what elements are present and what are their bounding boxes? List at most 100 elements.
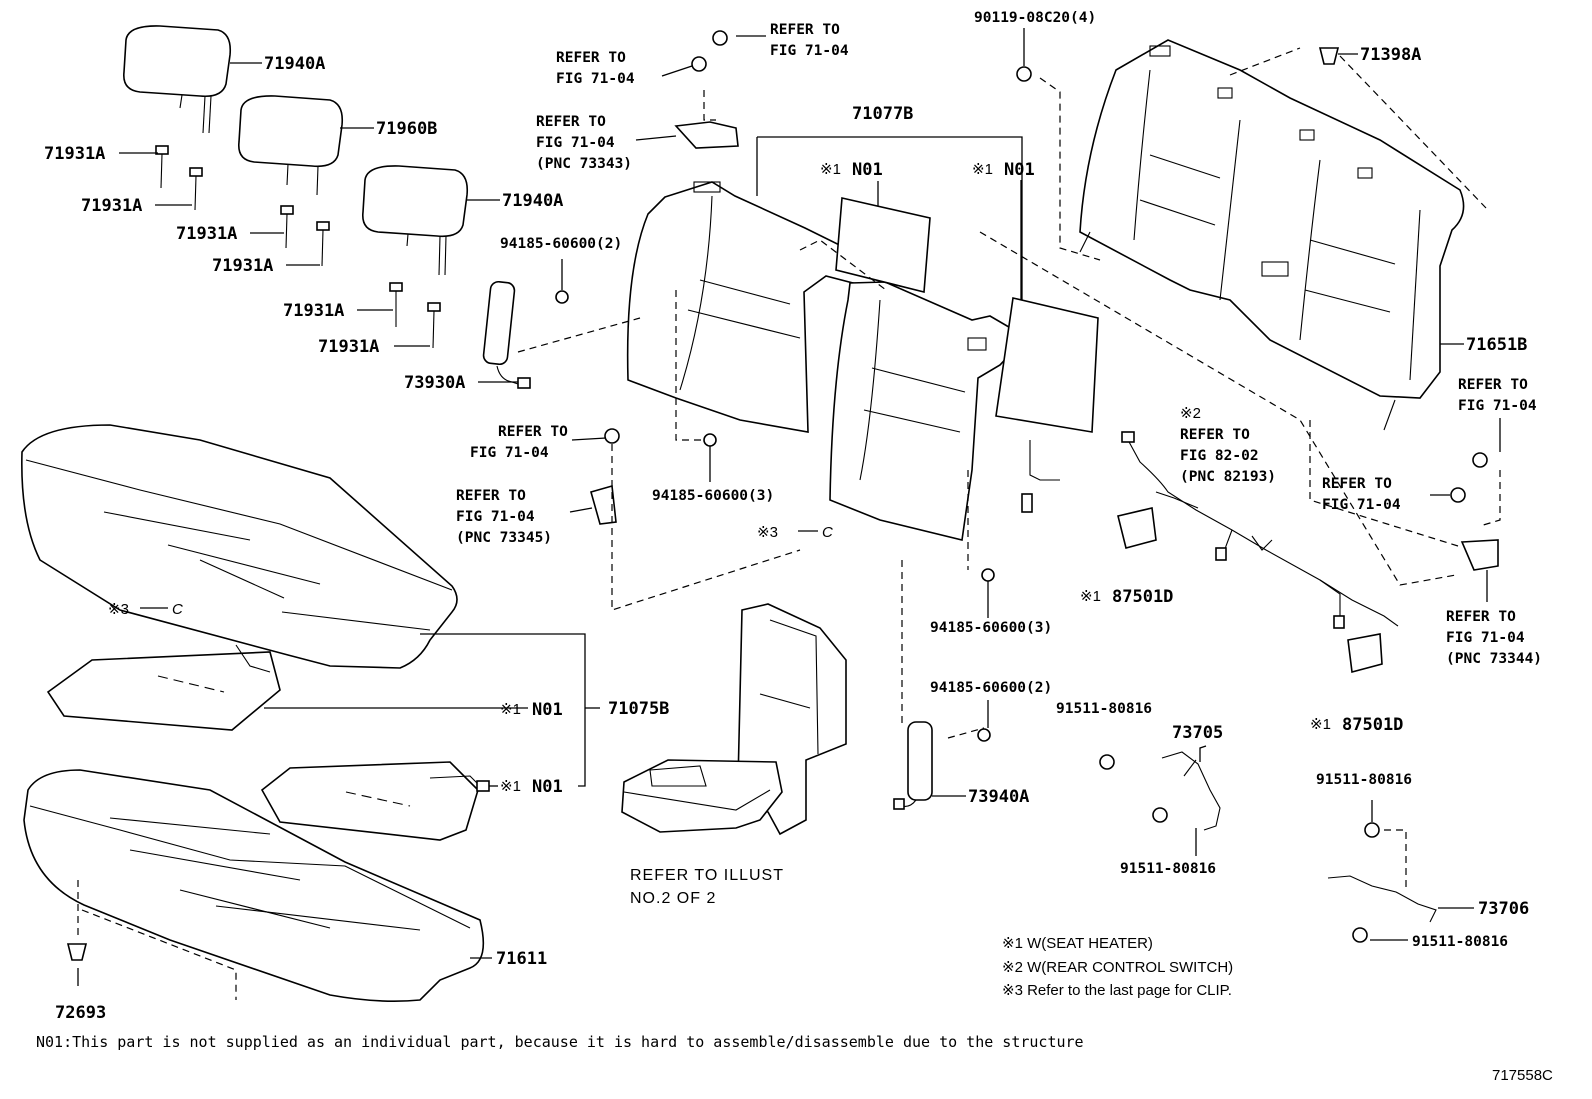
label-71651B: 71651B [1466, 335, 1527, 355]
headrest-71940A-mid [361, 165, 469, 276]
side-airbag-73930A [482, 280, 569, 389]
refer-to-8: REFER TO [1322, 476, 1392, 492]
refer-to-3: REFER TO [536, 114, 606, 130]
pnc-73344: (PNC 73344) [1446, 651, 1542, 667]
label-n01-b: N01 [1004, 160, 1035, 180]
footnote-n01: N01:This part is not supplied as an indi… [36, 1033, 1084, 1051]
seatback-heater-pad-right [995, 297, 1099, 513]
seat-cushion-heater-pad [46, 644, 281, 731]
fig-7104-8: FIG 71-04 [1322, 497, 1401, 513]
legend-seat-heater: ※1 W(SEAT HEATER) [1002, 935, 1153, 952]
wire-73705 [1161, 751, 1221, 831]
fig-7104-5: FIG 71-04 [456, 509, 535, 525]
headrest-71940A-top [123, 25, 232, 134]
headrest-71960B [237, 95, 344, 196]
fastener-labels: 90119-08C20(4) 94185-60600(2) 94185-6060… [500, 10, 1508, 950]
figure-id: 717558C [1492, 1067, 1553, 1084]
part-labels: 71940A 71960B 71940A 71931A 71931A 71931… [44, 45, 1529, 1023]
label-94185-60600-2a: 94185-60600(2) [500, 236, 622, 252]
label-71931A-2: 71931A [81, 196, 142, 216]
fig-7104-9: FIG 71-04 [1446, 630, 1525, 646]
illust-no2-of-2: NO.2 OF 2 [630, 890, 716, 907]
label-71077B: 71077B [852, 104, 913, 124]
label-94185-60600-3b: 94185-60600(3) [930, 620, 1052, 636]
label-73706: 73706 [1478, 899, 1529, 919]
seatback-heater-pad-left [835, 197, 931, 294]
mark-1-n01-b: ※1 [972, 161, 993, 178]
label-71931A-1: 71931A [44, 144, 105, 164]
wire-73706 [1327, 875, 1437, 923]
mark-1-n01-c: ※1 [500, 701, 521, 718]
pnc-73345: (PNC 73345) [456, 530, 552, 546]
seat-cushion-heater-pad-lower [260, 761, 490, 841]
mark-1-87501D-upper: ※1 [1080, 588, 1101, 605]
refer-to-illust: REFER TO ILLUST [630, 867, 784, 884]
label-91511-80816-a: 91511-80816 [1056, 701, 1152, 717]
switch-87501D-upper [1117, 507, 1157, 549]
fig-8202: FIG 82-02 [1180, 448, 1259, 464]
label-71931A-3: 71931A [176, 224, 237, 244]
label-90119-08C20: 90119-08C20(4) [974, 10, 1096, 26]
side-airbag-73940A [893, 721, 991, 810]
seat-cushion-71611 [23, 769, 485, 1003]
label-n01-a: N01 [852, 160, 883, 180]
fasteners [590, 30, 1499, 943]
pnc-73343: (PNC 73343) [536, 156, 632, 172]
seatback-board-71651B [1079, 39, 1465, 431]
legend: ※1 W(SEAT HEATER) ※2 W(REAR CONTROL SWIT… [1002, 935, 1233, 999]
fig-7104-4: FIG 71-04 [470, 445, 549, 461]
label-n01-c: N01 [532, 700, 563, 720]
label-71931A-6: 71931A [318, 337, 379, 357]
dashed-guides [77, 47, 1501, 1000]
clip-72693 [66, 943, 88, 961]
label-91511-80816-c: 91511-80816 [1316, 772, 1412, 788]
label-71398A: 71398A [1360, 45, 1421, 65]
refer-to-6: REFER TO [1180, 427, 1250, 443]
label-91511-80816-b: 91511-80816 [1120, 861, 1216, 877]
label-71931A-4: 71931A [212, 256, 273, 276]
label-87501D-lower: 87501D [1342, 715, 1403, 735]
fig-7104-3: FIG 71-04 [536, 135, 615, 151]
refer-to-2: REFER TO [556, 50, 626, 66]
mark-1-n01-d: ※1 [500, 778, 521, 795]
label-71940A-top: 71940A [264, 54, 325, 74]
armrest-assembly [621, 603, 847, 836]
switch-87501D-lower [1347, 633, 1383, 674]
label-71075B: 71075B [608, 699, 669, 719]
legend-clip-note: ※3 Refer to the last page for CLIP. [1002, 982, 1232, 999]
pnc-82193: (PNC 82193) [1180, 469, 1276, 485]
headrest-guides [155, 145, 441, 349]
wire-harness-rear-control [1121, 431, 1399, 629]
refer-to-5: REFER TO [456, 488, 526, 504]
clip-71398A [1318, 47, 1340, 65]
label-87501D-upper: 87501D [1112, 587, 1173, 607]
reference-labels: REFER TO FIG 71-04 REFER TO FIG 71-04 RE… [456, 22, 1542, 907]
fig-7104-1: FIG 71-04 [770, 43, 849, 59]
clip-c-a: C [822, 524, 833, 541]
label-73705: 73705 [1172, 723, 1223, 743]
fig-7104-7: FIG 71-04 [1458, 398, 1537, 414]
mark-2: ※2 [1180, 405, 1201, 422]
legend-rear-control-switch: ※2 W(REAR CONTROL SWITCH) [1002, 959, 1233, 976]
label-94185-60600-3a: 94185-60600(3) [652, 488, 774, 504]
mark-1-n01-a: ※1 [820, 161, 841, 178]
refer-to-7: REFER TO [1458, 377, 1528, 393]
refer-to-1: REFER TO [770, 22, 840, 38]
mark-1-87501D-lower: ※1 [1310, 716, 1331, 733]
label-72693: 72693 [55, 1003, 106, 1023]
label-73930A: 73930A [404, 373, 465, 393]
refer-to-9: REFER TO [1446, 609, 1516, 625]
seat-cushion-cover-71075B [21, 424, 458, 669]
label-n01-d: N01 [532, 777, 563, 797]
label-71960B: 71960B [376, 119, 437, 139]
label-71940A-mid: 71940A [502, 191, 563, 211]
mark-3-clip-b: ※3 [108, 601, 129, 618]
refer-to-4: REFER TO [498, 424, 568, 440]
mark-3-clip-a: ※3 [757, 524, 778, 541]
fig-7104-2: FIG 71-04 [556, 71, 635, 87]
seatback-right [829, 281, 1015, 541]
label-71931A-5: 71931A [283, 301, 344, 321]
label-91511-80816-d: 91511-80816 [1412, 934, 1508, 950]
leader-lines [77, 28, 1501, 986]
